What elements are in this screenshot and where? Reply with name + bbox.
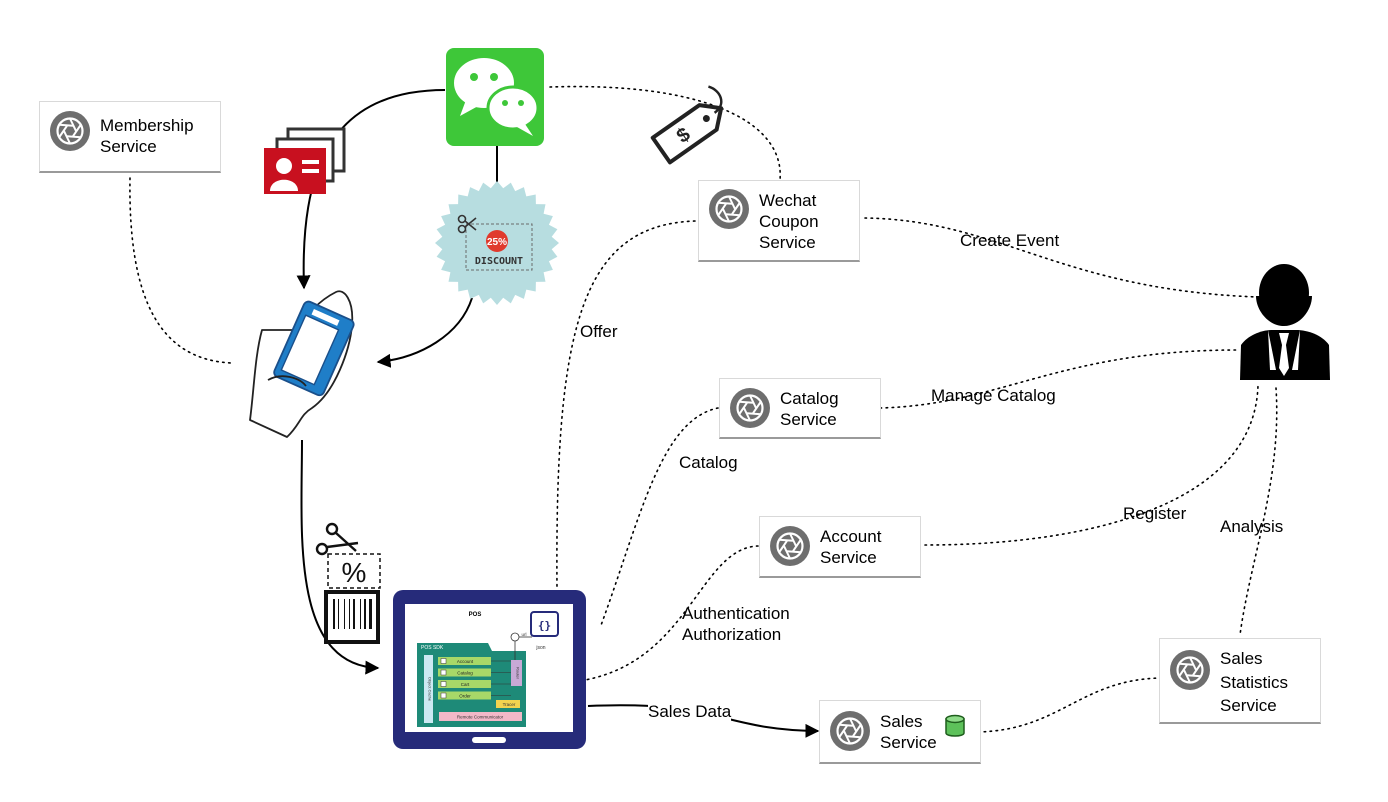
- sales-service-label: Sales Service: [880, 712, 937, 752]
- edge-wechat-to-coupon: [549, 85, 781, 181]
- wechat-coupon-service-label: Wechat Coupon Service: [759, 191, 819, 252]
- barcode-bar: [360, 599, 361, 629]
- catalog-service-box: Catalog Service: [719, 378, 881, 439]
- barcode-bar: [344, 599, 345, 629]
- svg-text:%: %: [342, 557, 367, 588]
- aperture-icon: [770, 526, 810, 566]
- pos-url-label: url: [521, 632, 526, 637]
- discount-label: DISCOUNT: [475, 256, 523, 267]
- discount-badge-icon: 25% DISCOUNT: [435, 181, 559, 305]
- barcode-bar: [369, 599, 372, 629]
- pos-communicator-label: Remote Communicator: [457, 715, 504, 720]
- badge-scissors-icon: [457, 214, 477, 234]
- pos-module: Order: [438, 691, 511, 700]
- svg-text:$: $: [673, 123, 695, 147]
- pos-module-label: Order: [459, 693, 471, 698]
- sales-statistics-service-label: Sales Statistics Service: [1220, 649, 1289, 715]
- aperture-icon: [709, 189, 749, 229]
- aperture-icon: [730, 388, 770, 428]
- edge-label-create-event: Create Event: [960, 231, 1060, 250]
- wechat-icon: [446, 48, 544, 146]
- edge-label-auth: Authentication Authorization: [682, 604, 790, 644]
- wechat-coupon-service-box: Wechat Coupon Service: [698, 180, 860, 262]
- price-tag-icon: $: [650, 85, 724, 165]
- catalog-service-label: Catalog Service: [780, 389, 839, 429]
- account-service-label: Account Service: [820, 527, 882, 567]
- edge-label-offer: Offer: [580, 322, 618, 341]
- pos-module-label: Account: [457, 659, 474, 664]
- percent-coupon-icon: %: [327, 553, 381, 589]
- pos-title: POS: [469, 612, 482, 618]
- pos-module: Cart: [438, 680, 511, 688]
- edge-sales-stats: [977, 677, 1161, 733]
- membership-service-box: Membership Service: [39, 101, 221, 173]
- edge-label-catalog: Catalog: [679, 453, 738, 472]
- user-icon: [1240, 264, 1330, 380]
- scissors-icon: [315, 522, 359, 556]
- barcode-bar: [364, 599, 366, 629]
- database-icon: [945, 714, 965, 737]
- pos-module-label: Catalog: [457, 670, 473, 675]
- barcode-bar: [338, 599, 339, 629]
- pos-cache-label: Object Cache: [428, 677, 433, 702]
- barcode-bar: [349, 599, 350, 629]
- edge-membership-to-phone: [129, 177, 233, 364]
- barcode-bar: [353, 599, 355, 629]
- phone-in-hand-icon: [249, 290, 355, 438]
- edge-auth: [584, 545, 759, 681]
- pos-module: Account: [438, 657, 511, 665]
- barcode-bar: [333, 599, 335, 629]
- membership-card-icon: [264, 127, 346, 194]
- arrow-phone-to-pos: [300, 439, 380, 675]
- barcode-icon: [324, 590, 380, 644]
- pos-sdk-label: POS SDK: [421, 645, 444, 651]
- pos-tablet-icon: POS POS SDK Object Cache AccountCatalogC…: [393, 590, 586, 749]
- sales-service-box: Sales Service: [819, 700, 981, 764]
- edge-label-sales-data: Sales Data: [648, 701, 732, 722]
- aperture-icon: [830, 711, 870, 751]
- pos-module: Catalog: [438, 668, 511, 677]
- membership-service-label: Membership Service: [100, 116, 194, 156]
- edge-create-event: [864, 217, 1259, 298]
- edge-label-analysis: Analysis: [1220, 517, 1284, 536]
- edge-label-manage-catalog: Manage Catalog: [931, 386, 1056, 405]
- aperture-icon: [1170, 650, 1210, 690]
- aperture-icon: [50, 111, 90, 151]
- arrow-badge-to-phone: [376, 297, 473, 368]
- edge-catalog: [599, 407, 719, 629]
- sales-statistics-service-box: Sales Statistics Service: [1159, 638, 1321, 724]
- edge-register: [924, 384, 1259, 546]
- pos-module-label: Cart: [461, 682, 470, 687]
- pos-json-label: json: [535, 645, 545, 651]
- edge-offer: [556, 220, 696, 589]
- edge-label-register: Register: [1123, 504, 1187, 523]
- edge-analysis: [1239, 387, 1278, 636]
- discount-percent: 25%: [487, 237, 507, 248]
- pos-router-label: Router: [516, 667, 521, 680]
- svg-text:{}: {}: [538, 619, 551, 632]
- pos-tracer-label: Tracer: [503, 702, 516, 707]
- account-service-box: Account Service: [759, 516, 921, 578]
